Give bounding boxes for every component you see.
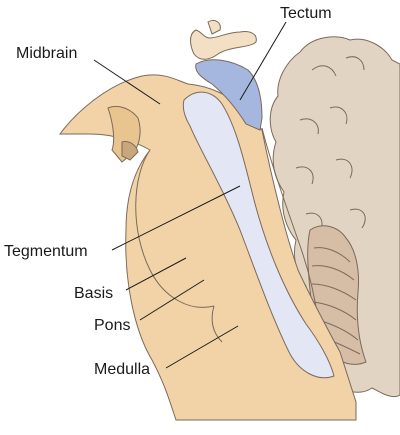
ventricle-roof (261, 127, 319, 321)
leader-tegmentum (111, 185, 241, 251)
midbrain-detail (107, 105, 141, 163)
leader-tectum (239, 21, 287, 101)
cerebral-aqueduct (182, 91, 335, 379)
leader-basis (125, 257, 187, 291)
label-tegmentum: Tegmentum (4, 243, 88, 260)
label-medulla: Medulla (94, 361, 150, 378)
leader-midbrain (93, 59, 161, 105)
label-pons: Pons (94, 317, 130, 334)
leader-pons (139, 279, 205, 321)
label-tectum: Tectum (280, 5, 332, 22)
tectum-structure (190, 19, 263, 131)
leader-medulla (165, 325, 239, 369)
label-midbrain: Midbrain (16, 45, 77, 62)
label-basis: Basis (74, 285, 113, 302)
